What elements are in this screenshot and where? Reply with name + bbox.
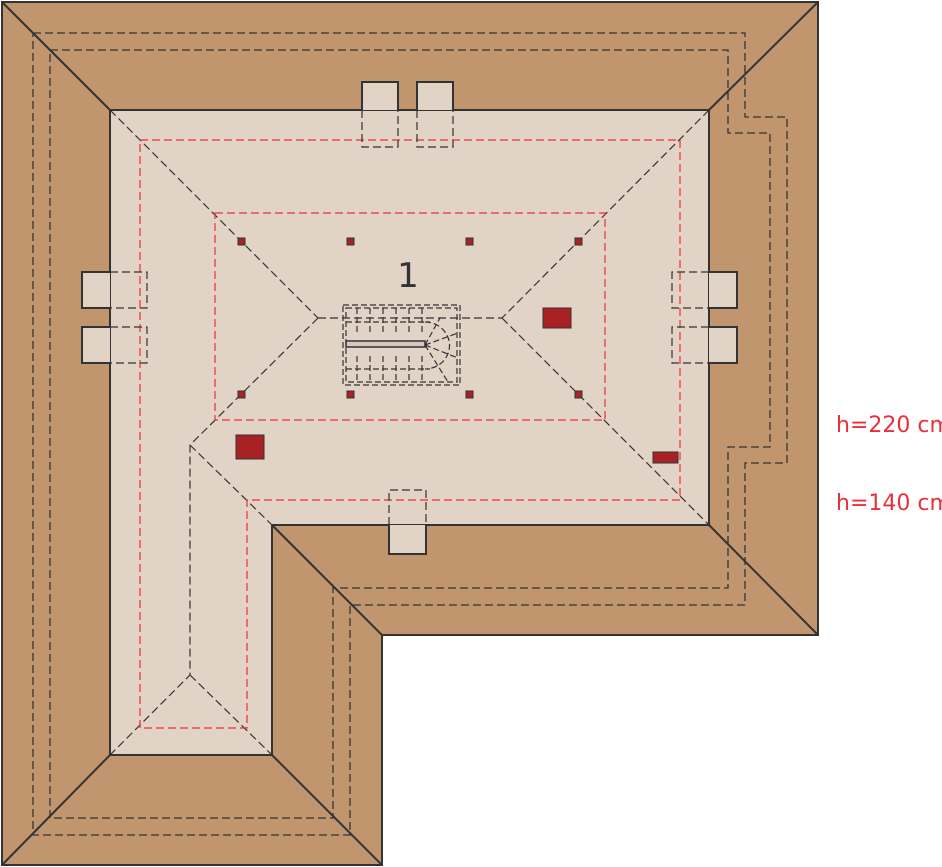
wall-outline-dashed <box>32 32 788 836</box>
dormer-left-2 <box>81 326 110 364</box>
height-line-220 <box>214 212 606 421</box>
height-lines-red <box>139 139 681 729</box>
hip-lines <box>1 1 819 866</box>
height-label-140: h=140 cm <box>836 491 942 516</box>
height-label-220: h=220 cm <box>836 413 942 438</box>
attic-floor <box>109 109 710 756</box>
room-number: 1 <box>397 256 419 296</box>
ridge-lines <box>109 109 710 756</box>
staircase[interactable] <box>342 304 461 386</box>
chimney-2 <box>235 434 265 460</box>
dormer-bottom <box>388 525 427 555</box>
dormers <box>81 81 738 555</box>
dormer-right-1 <box>709 271 738 309</box>
dormer-top-right <box>416 81 454 110</box>
chimney-1 <box>542 307 572 329</box>
chimneys <box>235 307 679 464</box>
dormer-right-2 <box>709 326 738 364</box>
stair-handrail <box>345 340 426 348</box>
dormer-left-1 <box>81 271 110 309</box>
chimney-3 <box>652 451 679 464</box>
posts <box>237 237 583 399</box>
dormer-top-left <box>361 81 399 110</box>
dormer-inner-dashed <box>110 110 709 525</box>
height-line-140 <box>139 139 681 729</box>
